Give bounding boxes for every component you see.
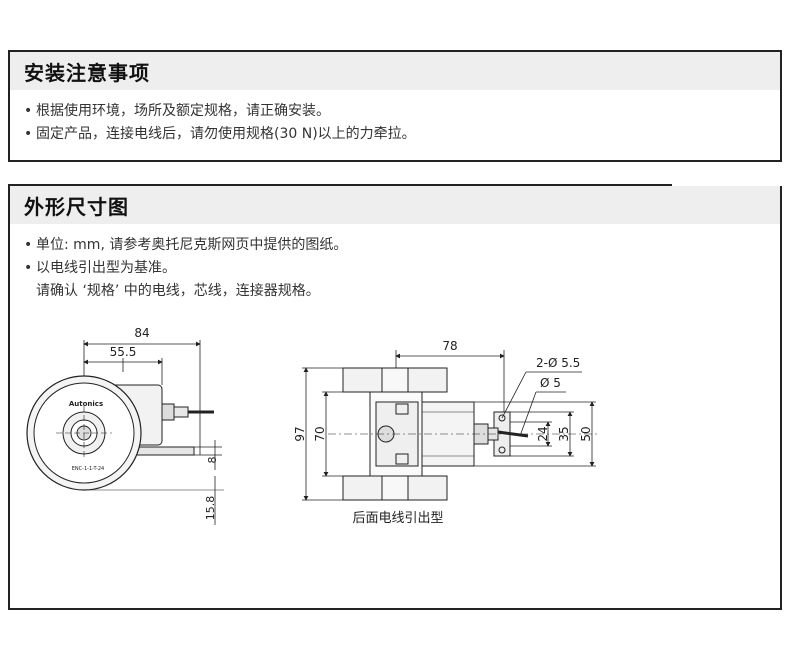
list-item: 根据使用环境，场所及额定规格，请正确安装。: [24, 100, 780, 123]
section-title: 外形尺寸图: [24, 194, 129, 219]
dimensions-notes-list: 单位: mm, 请参考奥托尼克斯网页中提供的图纸。 以电线引出型为基准。 请确认…: [10, 224, 780, 303]
side-view: [302, 350, 600, 501]
install-notes-list: 根据使用环境，场所及额定规格，请正确安装。 固定产品，连接电线后，请勿使用规格(…: [10, 90, 780, 146]
dim-15-8-label: 15.8: [204, 496, 217, 521]
list-item: 以电线引出型为基准。: [24, 257, 780, 280]
dim-8-label: 8: [206, 457, 219, 464]
dim-2-phi-5-5-label: 2-Ø 5.5: [536, 356, 580, 370]
list-item-continuation: 请确认 ‘规格’ 中的电线，芯线，连接器规格。: [36, 283, 320, 299]
dim-35-label: 35: [557, 426, 571, 441]
list-item: 单位: mm, 请参考奥托尼克斯网页中提供的图纸。: [24, 234, 780, 257]
brand-logo-text: Autonics: [69, 400, 103, 408]
front-view: [26, 340, 224, 525]
dimensions-section: 外形尺寸图 单位: mm, 请参考奥托尼克斯网页中提供的图纸。 以电线引出型为基…: [8, 186, 782, 610]
section-divider: [8, 50, 782, 52]
side-view-caption: 后面电线引出型: [352, 511, 443, 526]
dim-70-label: 70: [313, 426, 327, 441]
dim-phi-5-label: Ø 5: [540, 376, 561, 390]
dim-84-label: 84: [134, 326, 149, 340]
section-divider: [8, 184, 672, 186]
section-header: 外形尺寸图: [10, 186, 780, 224]
dim-78-label: 78: [442, 339, 457, 353]
model-label-text: ENC-1-1-T-24: [72, 466, 104, 472]
install-notes-section: 安装注意事项 根据使用环境，场所及额定规格，请正确安装。 固定产品，连接电线后，…: [8, 52, 782, 162]
dim-24-label: 24: [536, 426, 550, 441]
section-title: 安装注意事项: [24, 60, 150, 85]
dim-50-label: 50: [579, 426, 593, 441]
dim-97-label: 97: [293, 426, 307, 441]
dim-55-5-label: 55.5: [110, 345, 137, 359]
list-item: 固定产品，连接电线后，请勿使用规格(30 N)以上的力牵拉。: [24, 123, 780, 146]
section-header: 安装注意事项: [10, 52, 780, 90]
